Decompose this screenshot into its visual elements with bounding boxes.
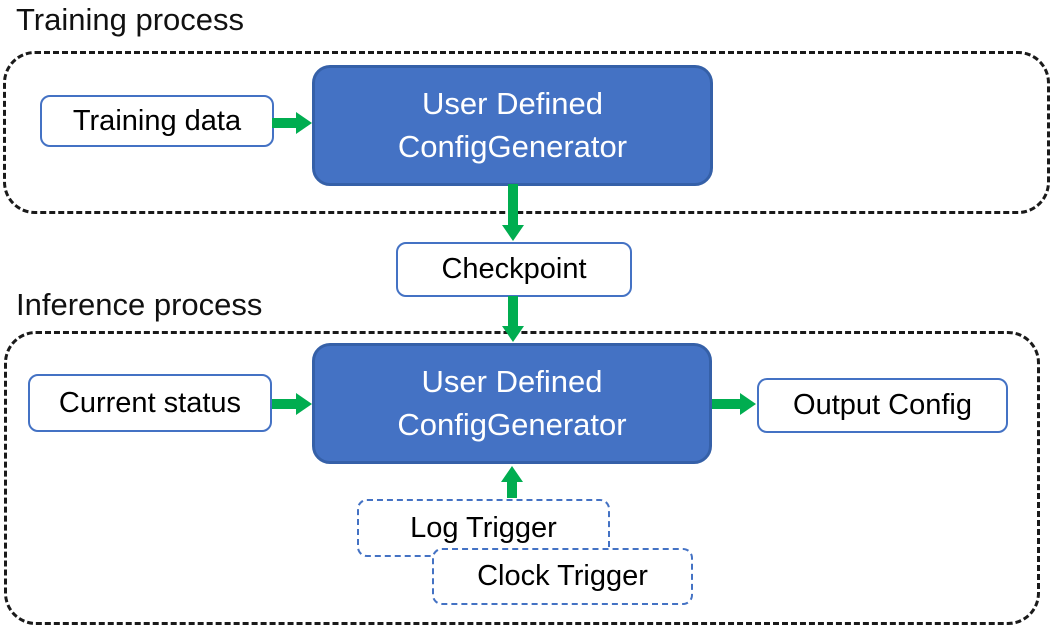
checkpoint-box: Checkpoint [396, 242, 632, 297]
current-status-box: Current status [28, 374, 272, 432]
output-config-box: Output Config [757, 378, 1008, 433]
arrow-right-icon-generator-to-output-config [712, 393, 756, 415]
current-status-label: Current status [58, 386, 242, 419]
arrow-down-icon-generator-to-checkpoint [502, 184, 524, 241]
training-process-container [3, 51, 1050, 214]
clock-trigger-box: Clock Trigger [432, 548, 693, 605]
training-data-box: Training data [40, 95, 274, 147]
config-generator-inference-line1: User Defined [421, 363, 603, 399]
config-generator-training-line2: ConfigGenerator [397, 128, 628, 164]
arrow-right-icon-training-data-to-generator [272, 112, 312, 134]
inference-process-container [4, 331, 1040, 625]
config-generator-training-box: User Defined ConfigGenerator [312, 65, 713, 186]
config-generator-inference-line2: ConfigGenerator [397, 406, 627, 442]
clock-trigger-label: Clock Trigger [477, 560, 648, 592]
inference-process-heading: Inference process [16, 287, 263, 322]
training-data-label: Training data [72, 104, 242, 137]
arrow-up-icon-triggers-to-generator [501, 466, 523, 498]
training-process-heading: Training process [16, 2, 245, 37]
checkpoint-label: Checkpoint [441, 253, 587, 285]
config-generator-inference-box: User Defined ConfigGenerator [312, 343, 712, 464]
config-generator-training-line1: User Defined [422, 85, 603, 121]
log-trigger-label: Log Trigger [410, 511, 557, 544]
arrow-right-icon-current-status-to-generator [272, 393, 312, 415]
arrow-down-icon-checkpoint-to-generator [502, 296, 524, 342]
output-config-label: Output Config [793, 389, 972, 421]
log-trigger-box: Log Trigger [357, 499, 610, 557]
